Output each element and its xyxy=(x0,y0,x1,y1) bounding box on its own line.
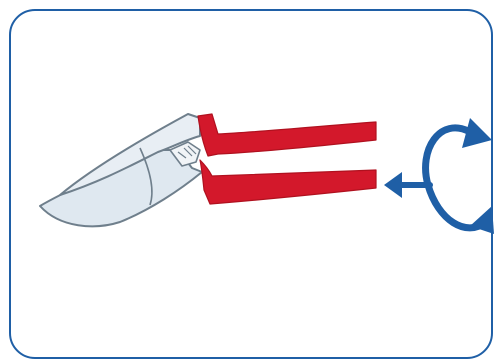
lower-handle xyxy=(199,159,377,205)
pivot-spring xyxy=(169,141,201,167)
upper-blade xyxy=(59,113,201,196)
pivot-spring-coil xyxy=(177,145,197,159)
rotate-icon xyxy=(422,118,494,234)
blade-edge-detail xyxy=(139,147,153,206)
upper-handle xyxy=(197,113,377,157)
pruning-shears-rotating-handle-icon xyxy=(39,113,494,234)
